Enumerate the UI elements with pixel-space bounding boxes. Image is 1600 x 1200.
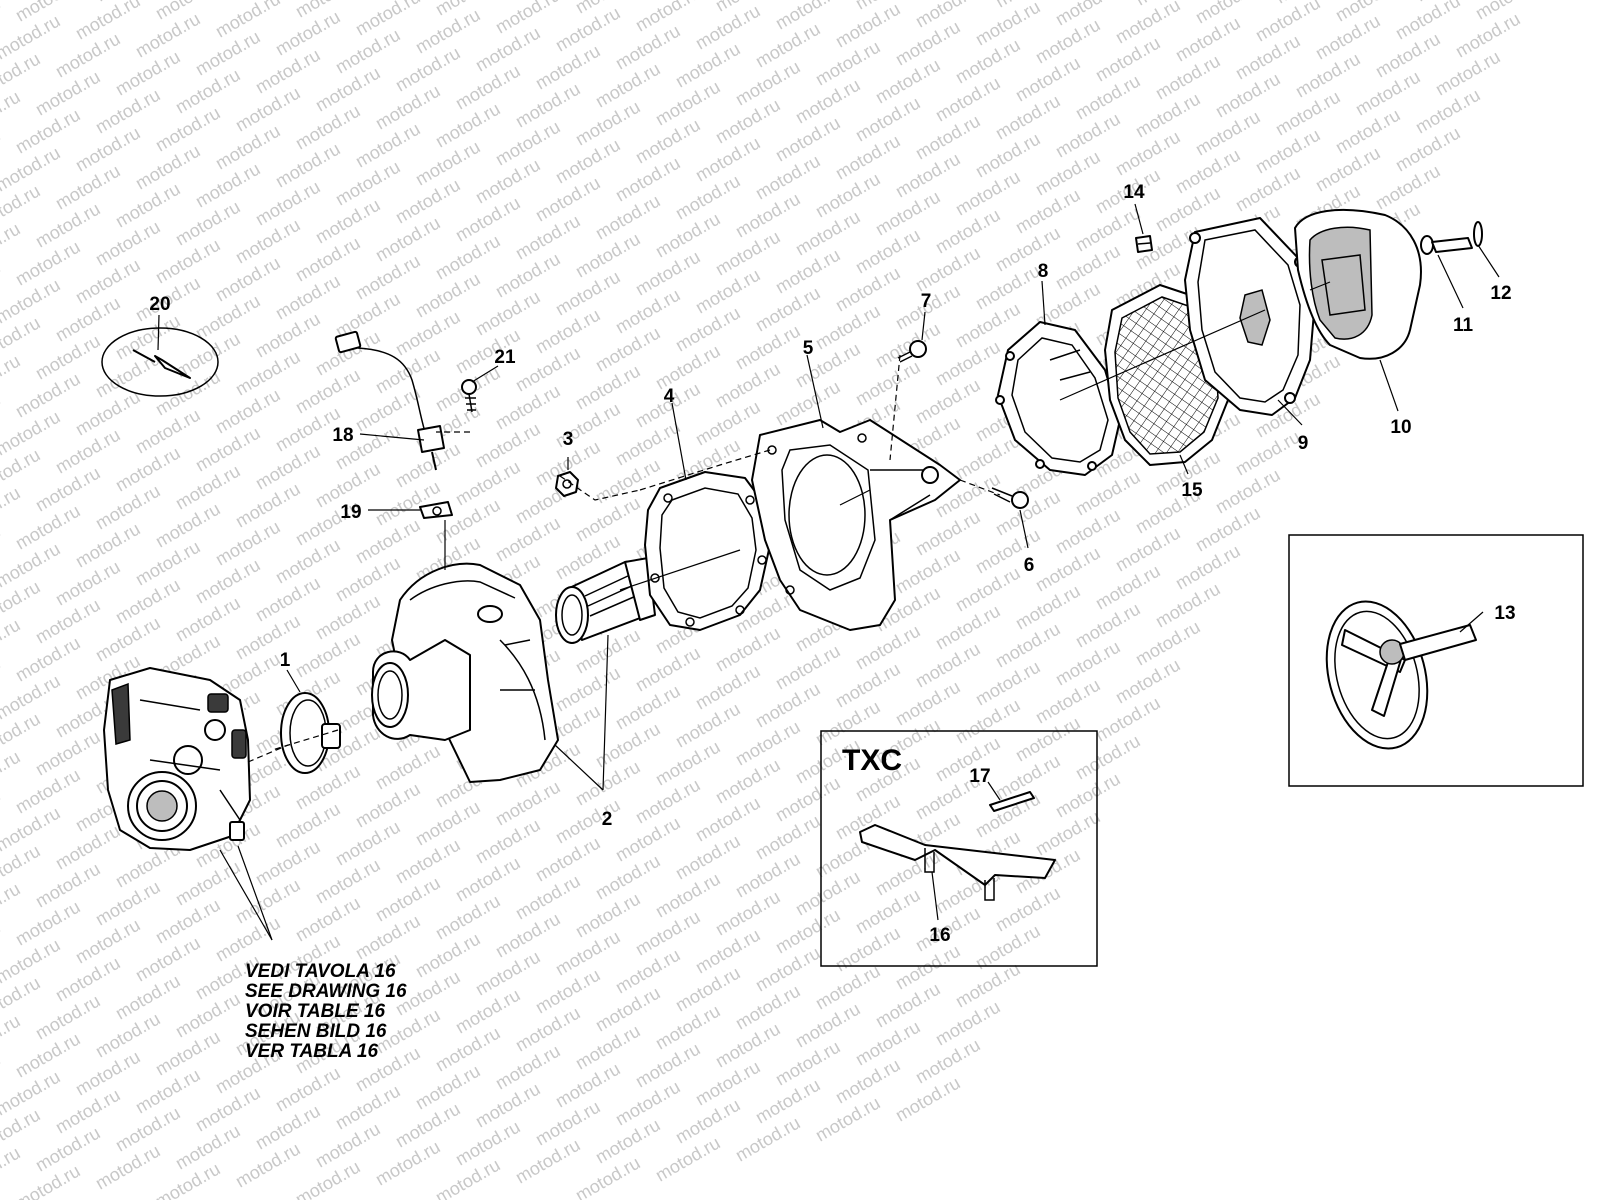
reference-note-line-1: VEDI TAVOLA 16 (245, 961, 396, 982)
part-7-screw (897, 340, 927, 363)
part-20-rivet (101, 327, 219, 397)
watermark-text: motod.ru (0, 1143, 24, 1196)
part-21-screw (461, 379, 477, 413)
watermark-text: motod.ru (0, 879, 24, 932)
callout-3: 3 (563, 429, 574, 450)
txc-panel-title: TXC (842, 744, 902, 777)
part-12-screw (1431, 221, 1483, 253)
watermark-text: motod.ru (0, 1011, 24, 1064)
watermark-text: motod.ru (0, 87, 24, 140)
part-14-clip (1135, 235, 1153, 253)
part-13-detail-panel (1288, 534, 1584, 787)
watermark-text: motod.ru (0, 125, 4, 178)
callout-14: 14 (1123, 182, 1145, 203)
callout-16: 16 (929, 925, 950, 946)
watermark-text: motod.ru (0, 257, 4, 310)
part-11-washer (1420, 235, 1434, 255)
watermark-text: motod.ru (0, 615, 24, 668)
callout-21: 21 (494, 347, 516, 368)
part-8-base-plate (995, 321, 1121, 476)
callout-leaders (157, 203, 1500, 941)
throttle-body (103, 667, 251, 851)
callout-5: 5 (803, 338, 814, 359)
callout-7: 7 (921, 291, 932, 312)
callout-1: 1 (280, 650, 291, 671)
watermark-text: motod.ru (0, 0, 4, 45)
callout-19: 19 (340, 502, 361, 523)
part-5-bracket (751, 419, 961, 631)
callout-17: 17 (969, 766, 990, 787)
watermark-text: motod.ru (0, 785, 4, 838)
callout-12: 12 (1490, 283, 1511, 304)
watermark-text: motod.ru (0, 521, 4, 574)
part-4-gasket (644, 471, 771, 631)
watermark-text: motod.ru (0, 483, 24, 536)
callout-9: 9 (1298, 433, 1309, 454)
part-2-intake-housing (371, 562, 559, 783)
part-1-clamp (280, 692, 341, 774)
callout-20: 20 (149, 294, 170, 315)
watermark-text: motod.ru (0, 1049, 4, 1102)
part-3-nut (555, 471, 579, 497)
reference-note: VEDI TAVOLA 16 SEE DRAWING 16 VOIR TABLE… (245, 961, 407, 1062)
reference-note-line-2: SEE DRAWING 16 (245, 981, 407, 1002)
watermark-text: motod.ru (0, 747, 24, 800)
assembly-lines (247, 281, 1331, 763)
callout-labels: 1 2 3 4 5 6 7 8 9 10 11 12 13 14 15 16 1… (149, 182, 1515, 946)
part-19-gasket (419, 501, 453, 519)
watermark-text: motod.ru (0, 917, 4, 970)
watermark-text: motod.ru (0, 219, 24, 272)
part-10-filter-cover (1294, 208, 1422, 360)
callout-2: 2 (602, 809, 613, 830)
callout-11: 11 (1453, 315, 1474, 336)
callout-8: 8 (1038, 261, 1049, 282)
callout-13: 13 (1494, 603, 1515, 624)
callout-18: 18 (332, 425, 353, 446)
watermark-text: motod.ru (0, 389, 4, 442)
reference-note-line-4: SEHEN BILD 16 (245, 1021, 387, 1042)
callout-6: 6 (1024, 555, 1035, 576)
watermark-text: motod.ru (0, 653, 4, 706)
part-6-screw (991, 487, 1029, 509)
reference-note-line-5: VER TABLA 16 (245, 1041, 378, 1062)
callout-4: 4 (664, 386, 675, 407)
callout-10: 10 (1390, 417, 1411, 438)
reference-note-line-3: VOIR TABLE 16 (245, 1001, 385, 1022)
callout-15: 15 (1181, 480, 1203, 501)
watermark-text: motod.ru (0, 351, 24, 404)
txc-panel: TXC (820, 730, 1098, 967)
